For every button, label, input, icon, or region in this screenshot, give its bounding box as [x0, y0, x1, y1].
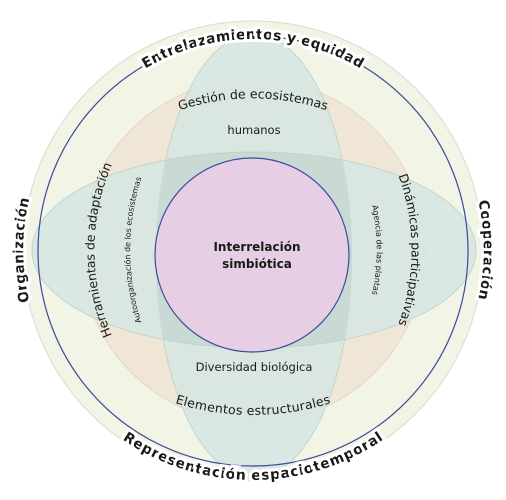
core-label-line1: Interrelación: [213, 240, 300, 254]
inner-label-top: humanos: [227, 123, 280, 137]
inner-label-bottom: Diversidad biológica: [196, 360, 313, 374]
core-label-line2: simbiótica: [222, 257, 292, 271]
core-circle: [154, 157, 350, 353]
outline-circle: [37, 35, 469, 467]
